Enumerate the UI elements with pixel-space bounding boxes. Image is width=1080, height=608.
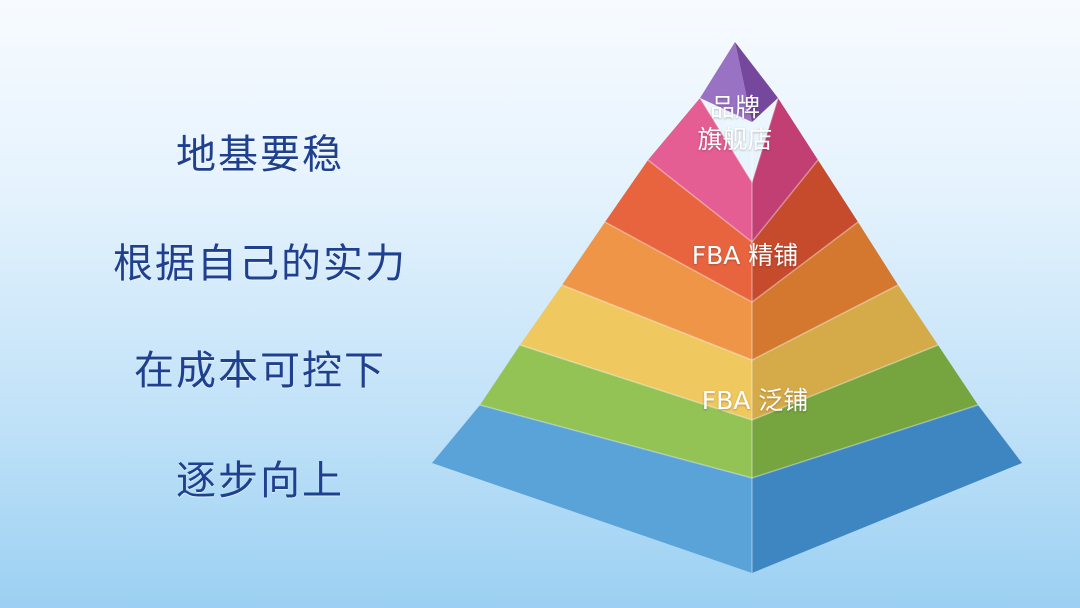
pyramid-tier-pink [648,98,818,242]
tier-label-fba-fine: FBA 精铺 [691,241,799,270]
slogan-3: 在成本可控下 [134,348,386,394]
tier-label-flagship-line2: 旗舰店 [697,125,773,154]
tier-label-fba-broad: FBA 泛铺 [701,386,809,415]
tier-label-flagship: 品牌 旗舰店 [660,92,810,156]
pyramid-tier-orange [562,222,898,360]
pyramid-tier-yellow [520,285,938,420]
slogan-list: 地基要稳 根据自己的实力 在成本可控下 逐步向上 [70,0,450,608]
pyramid-tier-purple [700,42,778,122]
pyramid-tier-red [605,160,858,302]
tier-label-flagship-line1: 品牌 [709,93,760,122]
slogan-1: 地基要稳 [176,132,344,178]
pyramid-tier-green [480,345,978,478]
slogan-2: 根据自己的实力 [113,241,407,287]
slogan-4: 逐步向上 [176,458,344,504]
pyramid-separators [479,97,979,573]
